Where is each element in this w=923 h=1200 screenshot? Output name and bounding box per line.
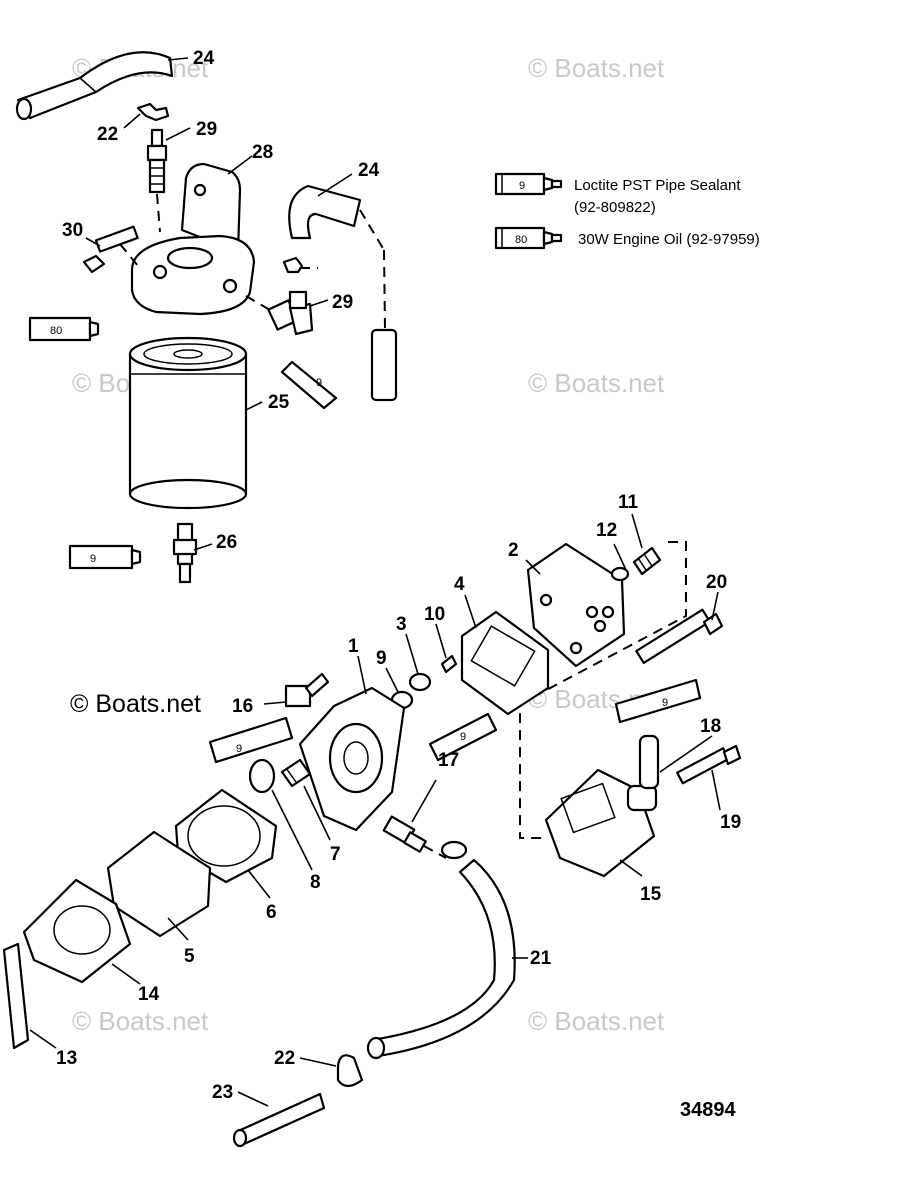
callout-14: 14 (138, 984, 160, 1005)
sealant-tube-icon: 9 (428, 712, 498, 762)
callout-24: 24 (358, 160, 380, 181)
sealant-tube-icon: 9 (280, 360, 338, 410)
callout-22: 22 (274, 1048, 295, 1069)
elbow-fitting-part-18 (626, 734, 660, 812)
callout-12: 12 (596, 520, 617, 541)
hose-clip (440, 840, 468, 860)
callout-27: 28 (252, 142, 273, 163)
callout-16: 16 (232, 696, 253, 717)
watermark: © Boats.net (528, 1006, 665, 1036)
callout-6: 6 (266, 902, 277, 923)
bolt-part-20 (635, 608, 724, 665)
callout-18: 18 (700, 716, 721, 737)
drain-plug-part-26 (172, 522, 198, 584)
callout-26: 26 (216, 532, 237, 553)
callout-25: 25 (268, 392, 290, 413)
sealant-tube-icon: 9 (68, 544, 142, 570)
fuel-filter-part-25 (128, 336, 248, 510)
washer-part-3 (408, 672, 432, 692)
callout-4: 4 (454, 574, 465, 595)
callout-9: 9 (376, 648, 387, 669)
hose-fitting-part-28 (146, 128, 168, 194)
callout-1: 1 (348, 636, 359, 657)
dashed-guide (119, 243, 139, 267)
drawing-number: 34894 (680, 1099, 736, 1121)
callout-19: 19 (720, 812, 741, 833)
fitting-part-23 (232, 1092, 326, 1148)
svg-text:80: 80 (515, 234, 527, 246)
callout-29: 29 (332, 292, 353, 313)
watermark: © Boats.net (528, 368, 665, 398)
gasket-part-4 (460, 610, 550, 716)
hose-clip-part-22 (136, 102, 170, 122)
hose-part-21 (366, 858, 516, 1060)
elbow-fitting-part-29 (267, 290, 314, 336)
sealant-tube-icon: 9 (494, 172, 563, 196)
leader-lines (29, 57, 721, 1107)
hose-part-24-upper (15, 51, 174, 121)
svg-text:9: 9 (316, 377, 322, 389)
o-ring-part-12 (610, 566, 630, 582)
watermark: © Boats.net (72, 1006, 209, 1036)
callout-30: 30 (62, 220, 83, 241)
oil-tube-icon: 80 (494, 226, 563, 250)
callout-28: 29 (196, 119, 217, 140)
legend-sealant-partno: (92-809822) (574, 199, 656, 216)
callout-22: 22 (97, 124, 118, 145)
bolt-part-30 (82, 225, 139, 274)
spring-part-11 (632, 546, 662, 576)
callout-11: 11 (618, 492, 639, 513)
legend: 9 Loctite PST Pipe Sealant (92-809822) 8… (494, 172, 760, 250)
sealant-tube-icon: 9 (208, 716, 294, 764)
callout-24: 24 (193, 48, 215, 69)
callout-8: 8 (310, 872, 321, 893)
callout-13: 13 (56, 1048, 77, 1069)
pump-cover-part-14 (22, 878, 132, 984)
callout-15: 15 (640, 884, 662, 905)
gasket-strip-part-13 (2, 942, 30, 1050)
fitting-part-17 (382, 815, 427, 853)
legend-oil-label: 30W Engine Oil (92-97959) (578, 231, 760, 248)
gasket-part-2 (526, 542, 626, 668)
callout-23: 23 (212, 1082, 233, 1103)
oil-tube-icon: 80 (28, 316, 100, 342)
dashed-guide (156, 193, 161, 233)
callout-20: 20 (706, 572, 727, 593)
legend-sealant-label: Loctite PST Pipe Sealant (574, 177, 741, 194)
hose-clamp-part-22 (336, 1054, 364, 1088)
watermark: © Boats.net (528, 53, 665, 83)
watermark: © Boats.net (70, 690, 201, 718)
callout-10: 10 (424, 604, 445, 625)
sealant-tube-icon: 9 (614, 678, 702, 724)
callout-3: 3 (396, 614, 407, 635)
hose-part-24-right (288, 184, 398, 402)
spring-part-7 (280, 758, 312, 788)
fuel-pump-body-part-1 (298, 686, 406, 832)
hose-clip-right (282, 256, 304, 274)
diaphragm-disk-part-8 (248, 758, 276, 794)
bolt-part-19 (676, 744, 742, 785)
svg-text:9: 9 (460, 731, 466, 743)
screw-part-10 (440, 654, 458, 674)
svg-text:9: 9 (662, 697, 668, 709)
callout-2: 2 (508, 540, 519, 561)
callout-7: 7 (330, 844, 341, 865)
svg-text:9: 9 (236, 743, 242, 755)
svg-text:9: 9 (519, 180, 525, 192)
filter-bracket-part-27 (130, 162, 256, 316)
svg-text:80: 80 (50, 325, 62, 337)
elbow-fitting-part-16 (284, 672, 330, 708)
svg-text:9: 9 (90, 553, 96, 565)
callout-17: 17 (438, 750, 459, 771)
callout-21: 21 (530, 948, 552, 969)
callout-5: 5 (184, 946, 195, 967)
